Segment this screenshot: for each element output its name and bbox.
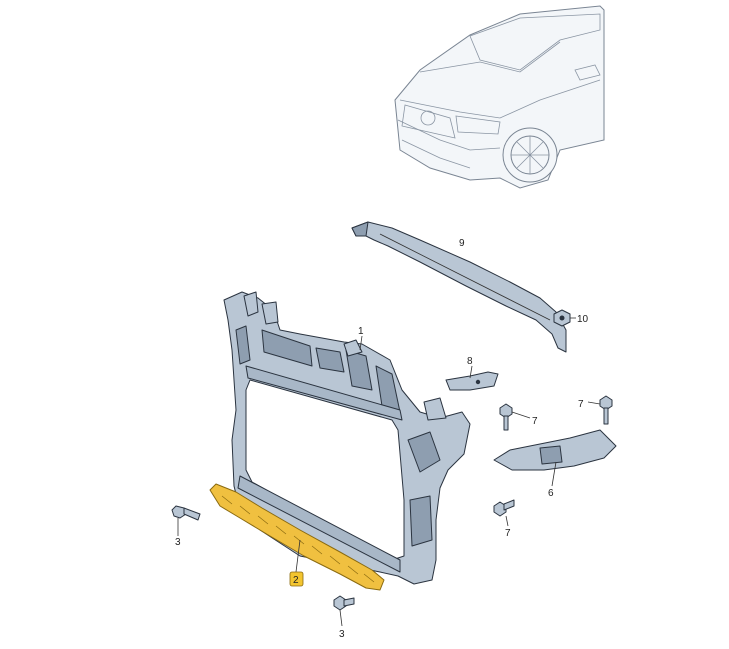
callout-6: 6 — [548, 488, 554, 499]
callout-7-upper-right: 7 — [578, 399, 584, 410]
callout-8: 8 — [467, 356, 473, 367]
part-10-nut[interactable] — [553, 309, 571, 327]
callout-3-left: 3 — [175, 537, 181, 548]
callout-7-lower: 7 — [505, 528, 511, 539]
callout-10: 10 — [577, 314, 589, 325]
callout-1: 1 — [358, 326, 364, 337]
part-8-bracket[interactable] — [445, 365, 499, 391]
bolt-7-upper-right[interactable] — [587, 395, 613, 425]
bolt-3-bottom[interactable] — [333, 595, 355, 627]
vehicle-thumbnail — [394, 5, 605, 189]
bolt-3-left[interactable] — [171, 505, 201, 536]
callout-2: 2 — [293, 575, 299, 586]
bolt-7-upper-left[interactable] — [499, 403, 531, 431]
part-6-side-bracket[interactable] — [493, 429, 617, 487]
part-2-air-guide[interactable] — [209, 483, 385, 591]
callout-9: 9 — [459, 238, 465, 249]
part-1-lock-carrier[interactable] — [223, 291, 471, 585]
callout-2-badge[interactable]: 2 — [289, 571, 304, 587]
callout-3-bottom: 3 — [339, 629, 345, 640]
part-9-upper-cross-member[interactable] — [351, 221, 567, 353]
bolt-7-lower[interactable] — [493, 499, 515, 527]
callout-7-upper-left: 7 — [532, 416, 538, 427]
